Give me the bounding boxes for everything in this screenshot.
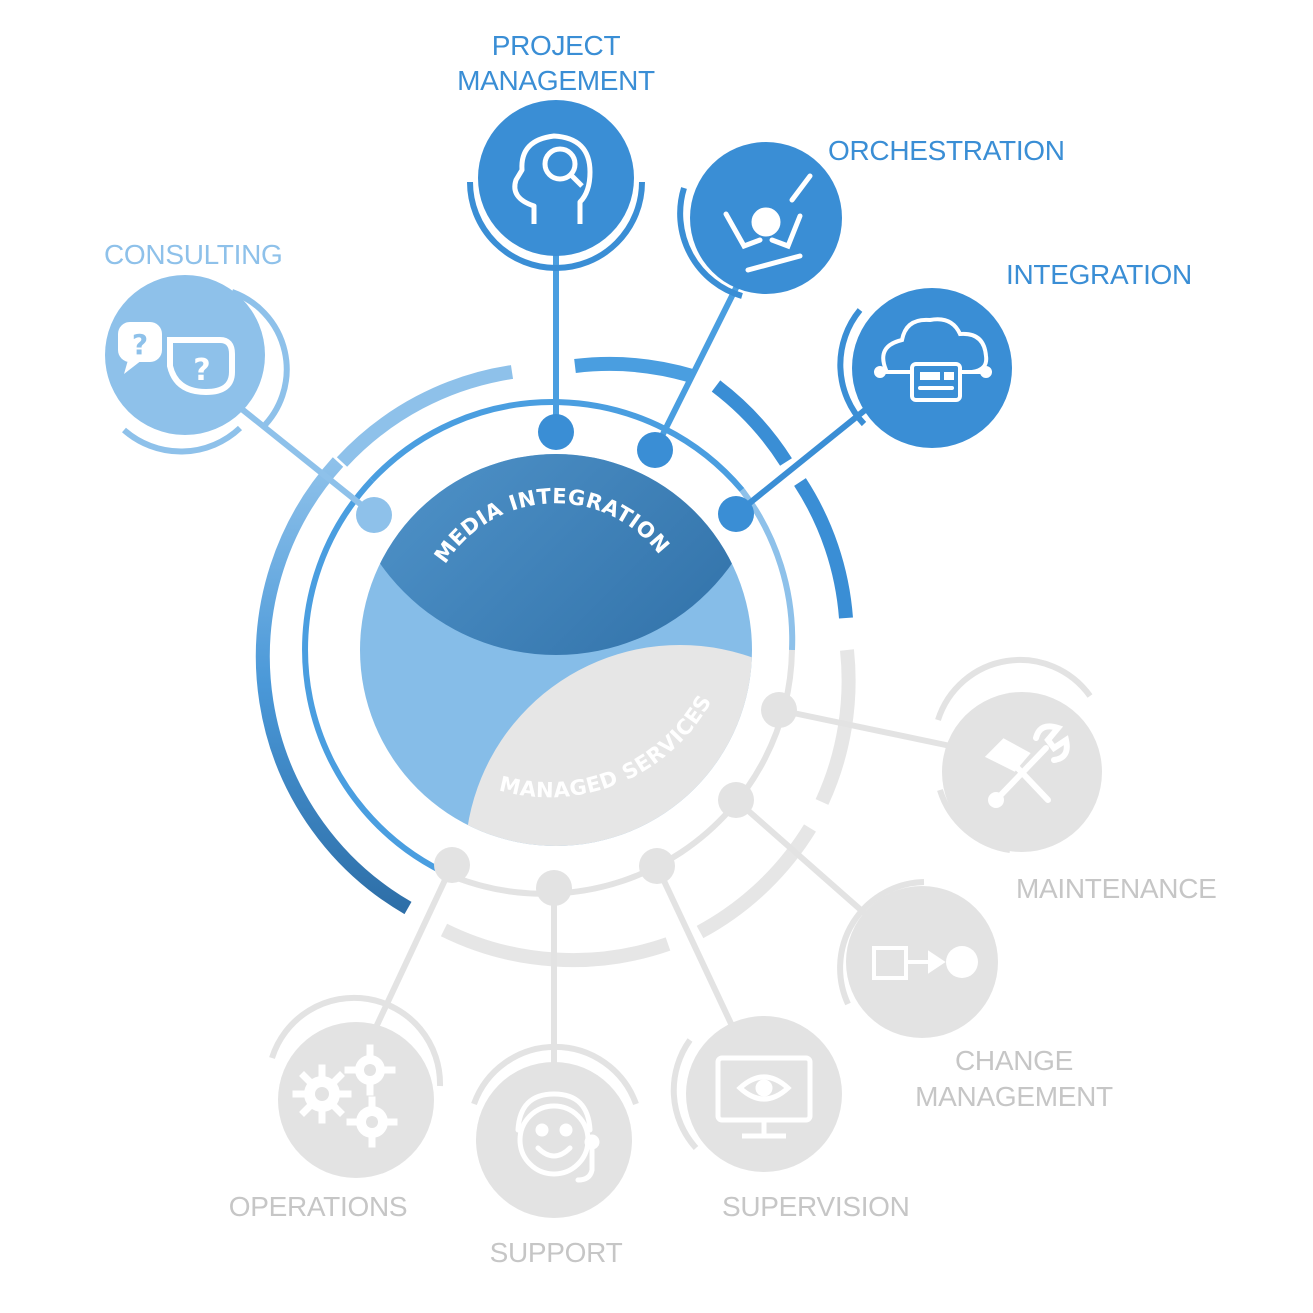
dot-supervision [639,848,675,884]
node-project-management[interactable] [467,100,645,271]
label-orchestration: ORCHESTRATION [828,135,1065,166]
label-change-management-line1: CHANGE [955,1045,1073,1076]
core-circle: MEDIA INTEGRATION MANAGED SERVICES [360,454,752,846]
node-integration[interactable] [837,288,1012,448]
node-supervision[interactable] [670,1016,842,1172]
monitor-eye-icon [715,1055,813,1139]
dot-consulting [356,497,392,533]
conductor-icon [723,173,813,273]
label-consulting: CONSULTING [104,239,283,270]
question-bubbles-icon: ? ? [118,322,235,396]
svg-text:?: ? [132,328,148,361]
connectors [226,245,961,1070]
head-search-icon [512,133,593,224]
managed-services-lens [465,645,752,846]
dot-integration [718,496,754,532]
dot-maintenance [761,692,797,728]
node-operations[interactable] [269,994,444,1178]
label-change-management-line2: MANAGEMENT [915,1081,1113,1112]
node-support[interactable] [471,1043,639,1218]
node-consulting[interactable]: ? ? [105,275,290,455]
junction-dots [356,414,797,906]
label-maintenance: MAINTENANCE [1016,873,1217,904]
cloud-network-icon [874,317,992,402]
dot-project-management [538,414,574,450]
dot-operations [434,847,470,883]
dot-orchestration [637,432,673,468]
headset-smile-icon [515,1091,600,1183]
label-integration: INTEGRATION [1006,259,1192,290]
label-supervision: SUPERVISION [722,1191,910,1222]
node-orchestration[interactable] [677,142,842,299]
hammer-wrench-icon [984,723,1070,808]
gears-icon [292,1044,398,1148]
label-project-management-line2: MANAGEMENT [457,65,655,96]
node-maintenance[interactable] [935,656,1102,853]
square-to-circle-icon [872,946,978,980]
label-operations: OPERATIONS [229,1191,408,1222]
label-project-management-line1: PROJECT [492,30,621,61]
outer-ring [255,357,856,968]
dot-support [536,870,572,906]
node-change-management[interactable] [837,879,998,1038]
dot-change-management [718,782,754,818]
label-support: SUPPORT [490,1237,623,1268]
svg-text:?: ? [193,353,210,388]
media-integration-lens [360,454,752,655]
